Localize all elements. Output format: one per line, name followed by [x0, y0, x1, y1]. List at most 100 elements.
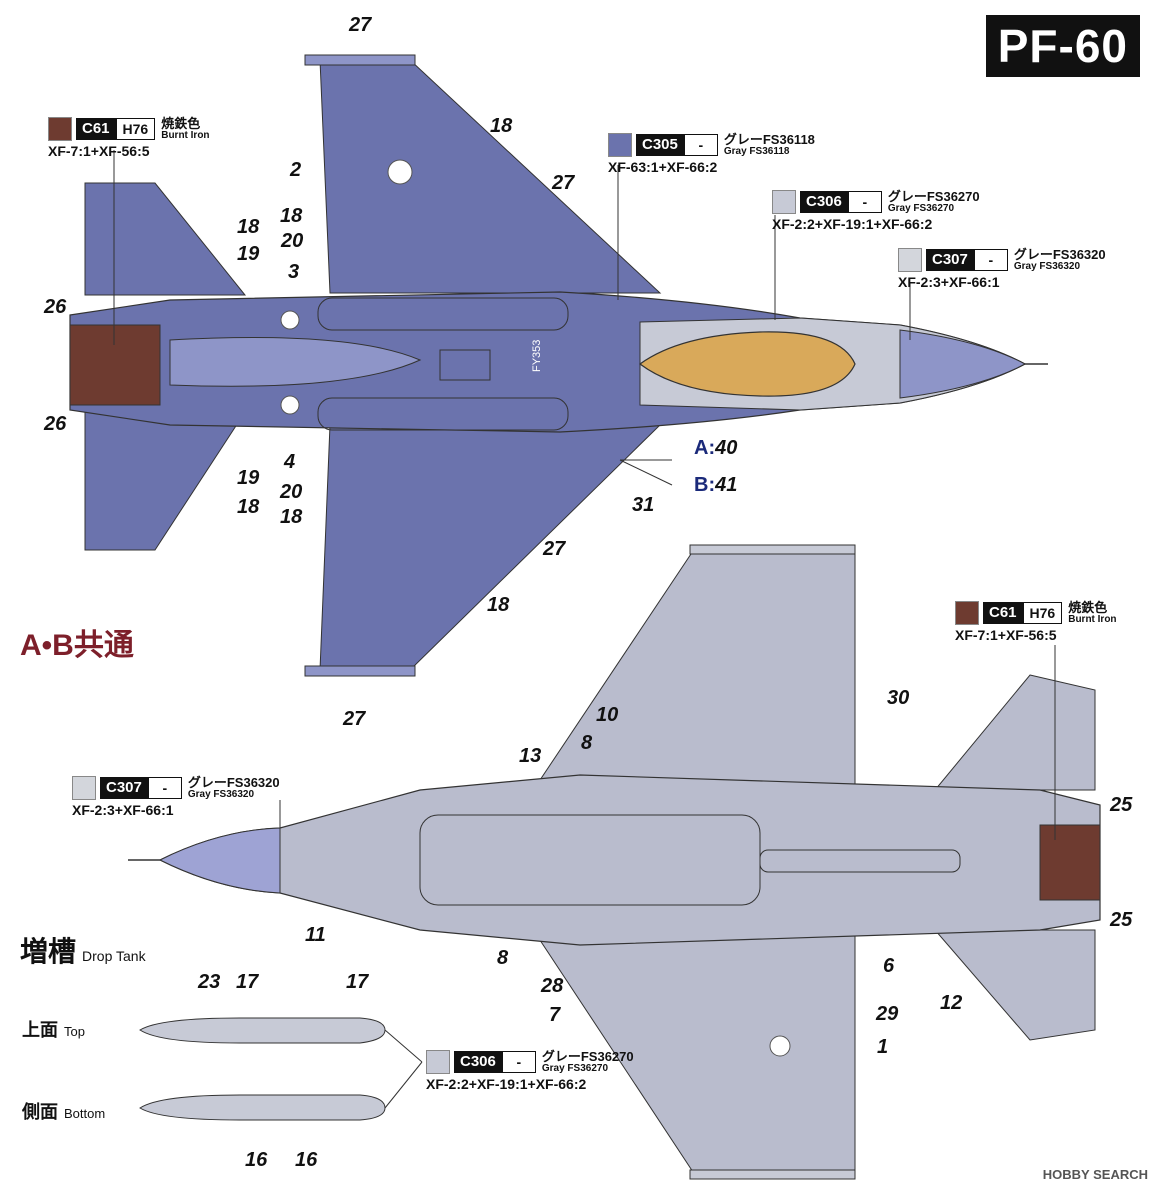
bottom-radome [158, 827, 281, 894]
callout: 3 [288, 261, 300, 283]
paint-code: C306 [454, 1051, 502, 1073]
paint-name: グレーFS36270 [887, 189, 980, 204]
serial-decal: FY353 [531, 340, 543, 372]
callout: 26 [44, 296, 67, 318]
variant-b: B:41 [694, 474, 737, 497]
paint-h-code: - [501, 1051, 536, 1073]
bottom-view-aircraft [128, 544, 1101, 1180]
paint-mix: XF-2:3+XF-66:1 [72, 802, 174, 818]
paint-h-code: - [973, 249, 1008, 271]
paint-swatch [426, 1050, 450, 1074]
paint-code: C307 [100, 777, 148, 799]
paint-code: C305 [636, 134, 684, 156]
callout: 16 [295, 1149, 318, 1171]
variant-letter: B [694, 474, 709, 496]
top-horizontal-stab-upper [84, 182, 247, 296]
paint-h-code: - [847, 191, 882, 213]
paint-code: C61 [983, 602, 1023, 624]
callout: 18 [487, 594, 510, 616]
paint-name: グレーFS36320 [1013, 247, 1106, 262]
paint-name: グレーFS36320 [187, 775, 280, 790]
top-wingtip-rail-lower [304, 665, 416, 677]
variant-sep: : [708, 474, 716, 496]
callout: 17 [346, 971, 369, 993]
tank-bottom-en: Bottom [64, 1106, 106, 1121]
paint-h-code: H76 [115, 118, 156, 140]
watermark: HOBBY SEARCH [1042, 1167, 1148, 1182]
callout: 25 [1110, 909, 1133, 931]
paint-mix: XF-2:2+XF-19:1+XF-66:2 [426, 1076, 587, 1092]
callout: 20 [280, 481, 303, 503]
paint-code: C61 [76, 118, 116, 140]
callout: 27 [349, 14, 372, 36]
top-insignia-fuse-lower [280, 395, 300, 415]
top-exhaust-burnt [69, 324, 161, 406]
callout: 8 [497, 947, 509, 969]
callout: 6 [883, 955, 895, 977]
tank-leader-top [384, 1029, 423, 1063]
callout: 28 [541, 975, 564, 997]
top-canopy [638, 331, 856, 397]
callout: 8 [581, 732, 593, 754]
paint-mix: XF-2:3+XF-66:1 [898, 274, 1000, 290]
callout: 7 [549, 1004, 561, 1026]
callout: 17 [236, 971, 259, 993]
paint-swatch [48, 117, 72, 141]
top-refuel-box [439, 349, 491, 381]
bottom-exhaust-burnt [1039, 824, 1101, 901]
common-variants-label: A•B共通 [20, 629, 134, 662]
paint-code: C306 [800, 191, 848, 213]
variant-sep: : [708, 437, 716, 459]
callout: 1 [877, 1036, 889, 1058]
callout: 31 [632, 494, 655, 516]
paint-h-code: - [147, 777, 182, 799]
top-spine-left [169, 337, 422, 387]
paint-name-en: Gray FS36320 [187, 789, 255, 800]
top-intake-lower [317, 397, 569, 431]
paint-h-code: - [683, 134, 718, 156]
callout: 2 [290, 159, 302, 181]
tank-leader-bottom [384, 1061, 423, 1109]
top-view-aircraft [69, 54, 1048, 677]
paint-name-en: Gray FS36118 [723, 146, 790, 157]
paint-swatch [72, 776, 96, 800]
callout: 30 [887, 687, 910, 709]
callout: 29 [876, 1003, 899, 1025]
bottom-wingtip-rail-lower [689, 1169, 856, 1180]
top-insignia-fuse-upper [280, 310, 300, 330]
paint-code: C307 [926, 249, 974, 271]
paint-name-en: Gray FS36270 [887, 203, 955, 214]
bottom-stab-upper [933, 674, 1096, 791]
callout: 10 [596, 704, 619, 726]
callout: 26 [44, 413, 67, 435]
callout: 20 [281, 230, 304, 252]
callout: 4 [284, 451, 296, 473]
paint-mix: XF-7:1+XF-56:5 [955, 627, 1057, 643]
leader-lines [113, 150, 1056, 840]
top-radome [899, 329, 1027, 399]
callout: 18 [237, 216, 260, 238]
drop-tank-title-jp: 増槽 [20, 936, 77, 967]
paint-mix: XF-63:1+XF-66:2 [608, 159, 718, 175]
paint-name: グレーFS36118 [723, 132, 815, 147]
callout: 27 [543, 538, 566, 560]
sheet-code-badge: PF-60 [985, 15, 1140, 77]
callout: 18 [490, 115, 513, 137]
paint-name: 焼鉄色 [1068, 600, 1108, 615]
bottom-centerline [759, 849, 961, 873]
variant-letter: A [694, 437, 709, 459]
callout: 12 [940, 992, 963, 1014]
paint-name: グレーFS36270 [541, 1049, 634, 1064]
callout: 13 [519, 745, 542, 767]
callout: 18 [237, 496, 260, 518]
callout: 23 [198, 971, 221, 993]
top-wing-lower [319, 424, 662, 671]
paint-h-code: H76 [1022, 602, 1063, 624]
callout: 19 [237, 243, 260, 265]
